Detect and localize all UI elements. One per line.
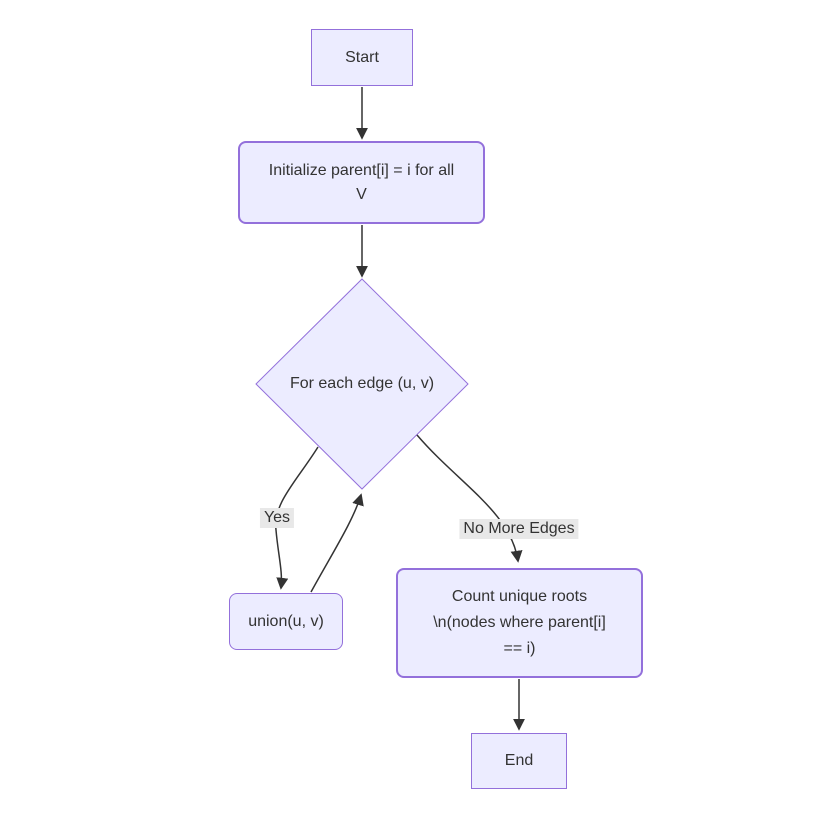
node-for-each-edge-label: For each edge (u, v): [289, 375, 435, 392]
node-initialize-parent-label-line1: Initialize parent[i] = i for all: [268, 161, 455, 179]
node-initialize-parent: Initialize parent[i] = i for all V: [238, 141, 485, 224]
node-count-label-line1: Count unique roots: [451, 588, 588, 605]
node-count-unique-roots: Count unique roots \n(nodes where parent…: [396, 568, 643, 678]
edge-loop-to-count: [416, 434, 523, 563]
node-end: End: [471, 733, 567, 789]
node-count-label-line2: \n(nodes where parent[i]: [433, 614, 606, 631]
node-loop-diamond-shape: [255, 278, 469, 490]
edge-label-yes: Yes: [259, 508, 295, 528]
node-union-label: union(u, v): [248, 612, 324, 630]
node-start: Start: [311, 29, 413, 86]
edge-loop-to-union: [275, 446, 319, 590]
node-end-label: End: [504, 752, 534, 769]
node-start-label: Start: [345, 48, 379, 66]
node-count-label-line3: == i): [503, 640, 536, 657]
node-union: union(u, v): [229, 593, 343, 650]
edge-label-no-more-edges: No More Edges: [459, 519, 579, 539]
edge-union-to-loop: [310, 493, 364, 593]
node-initialize-parent-label-line2: V: [356, 185, 367, 203]
